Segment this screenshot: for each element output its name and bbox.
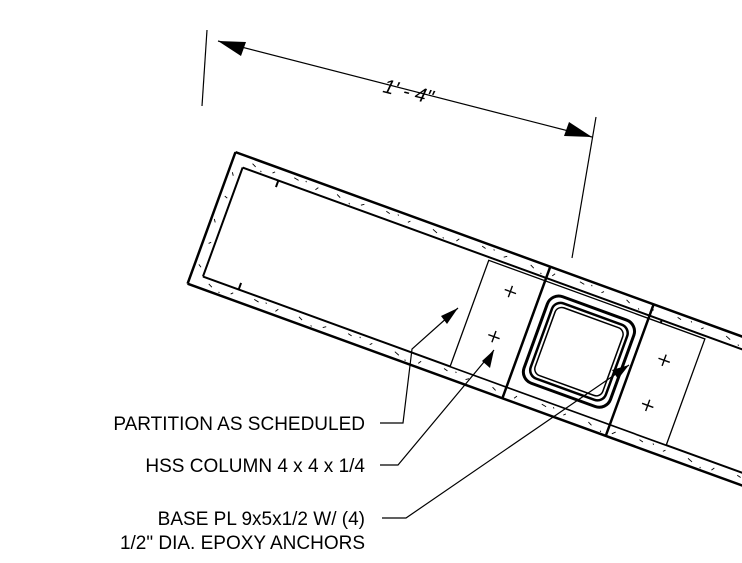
leader-baseplate <box>382 364 630 519</box>
partition-assembly <box>186 150 742 518</box>
gyp-board-hatch <box>198 172 234 268</box>
gyp-board-hatch <box>252 163 742 384</box>
callout-hss-column: HSS COLUMN 4 x 4 x 1/4 <box>145 456 365 477</box>
dimension-arrow <box>564 122 592 137</box>
wall-end-inner <box>202 167 244 277</box>
dimension-arrow <box>218 41 246 56</box>
wall-end-outer <box>186 151 237 285</box>
dimension-line <box>201 29 597 259</box>
leader-hss <box>380 349 495 466</box>
gyp-board-top-inner <box>242 166 742 397</box>
leader-arrows <box>441 308 629 379</box>
wall-face-top-outer <box>235 150 742 386</box>
epoxy-anchor <box>504 285 517 298</box>
callout-base-plate: BASE PL 9x5x1/2 W/ (4) <box>158 509 365 530</box>
epoxy-anchor <box>658 354 671 367</box>
epoxy-anchor <box>488 330 500 343</box>
callout-base-plate-anchors: 1/2" DIA. EPOXY ANCHORS <box>120 533 365 554</box>
leader-partition <box>380 307 459 424</box>
board-cut-left <box>501 266 552 399</box>
leader-arrow <box>441 308 458 324</box>
stud-tick <box>237 282 243 290</box>
leader-lines <box>380 307 630 519</box>
epoxy-anchor <box>641 399 654 412</box>
gyp-board-hatch <box>208 283 742 507</box>
leader-arrow <box>482 350 494 368</box>
wall-face-bottom-outer <box>187 282 742 518</box>
callout-partition: PARTITION AS SCHEDULED <box>113 414 365 435</box>
leader-arrow <box>612 365 629 379</box>
base-plate <box>449 259 706 446</box>
dimension-text: 1' - 4" <box>381 76 437 110</box>
board-cut-right <box>604 303 655 437</box>
stud-tick <box>275 180 280 188</box>
